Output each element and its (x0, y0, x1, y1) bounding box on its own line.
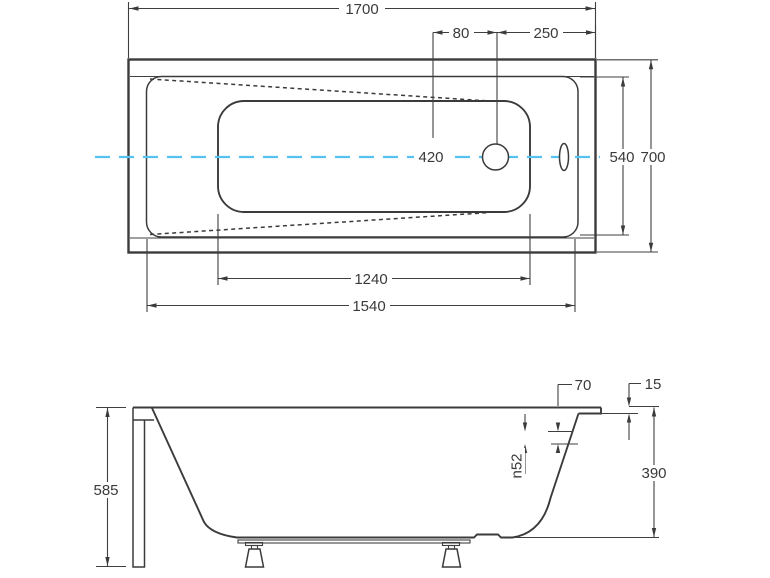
dim-rim-lip (601, 382, 641, 440)
rim-lip-label: 15 (645, 376, 662, 393)
top-view: 1700 80 250 420 540 700 1240 1540 (95, 1, 670, 315)
slope-edge-dashed-bottom (149, 211, 491, 236)
dim-body-height (513, 405, 659, 539)
top-view-labels: 1700 80 250 420 540 700 1240 1540 (339, 1, 670, 315)
overall-width-label: 700 (640, 149, 665, 166)
drain-hole (481, 143, 510, 171)
inner-length-label: 1540 (352, 298, 385, 315)
dim-rim-inset (557, 383, 573, 406)
overflow-hole-edge-lines (548, 430, 578, 445)
dim-overflow-diameter (522, 414, 578, 474)
body-height-label: 390 (641, 465, 666, 482)
overall-length-label: 1700 (345, 1, 378, 18)
side-view: 585 70 15 n52 390 (90, 376, 671, 568)
centerline-value-label: 420 (418, 149, 443, 166)
rim-inset-label: 70 (575, 377, 592, 394)
drain-to-end-label: 250 (533, 25, 558, 42)
drain-spacing-label: 80 (453, 25, 470, 42)
dim-drain-offsets (432, 25, 597, 144)
left-foot (244, 541, 265, 568)
side-view-labels: 585 70 15 n52 390 (90, 376, 671, 499)
apron-panel (132, 407, 154, 568)
inner-width-label: 540 (609, 149, 634, 166)
overflow-diameter-label: n52 (509, 453, 526, 478)
support-rail (237, 539, 471, 544)
overall-height-label: 585 (93, 482, 118, 499)
overflow-slot (558, 142, 570, 172)
right-foot (441, 541, 462, 568)
slope-edge-dashed-top (149, 78, 498, 103)
rim-top-and-lip (133, 406, 602, 415)
tub-body-profile (151, 407, 580, 539)
basin-length-label: 1240 (354, 271, 387, 288)
